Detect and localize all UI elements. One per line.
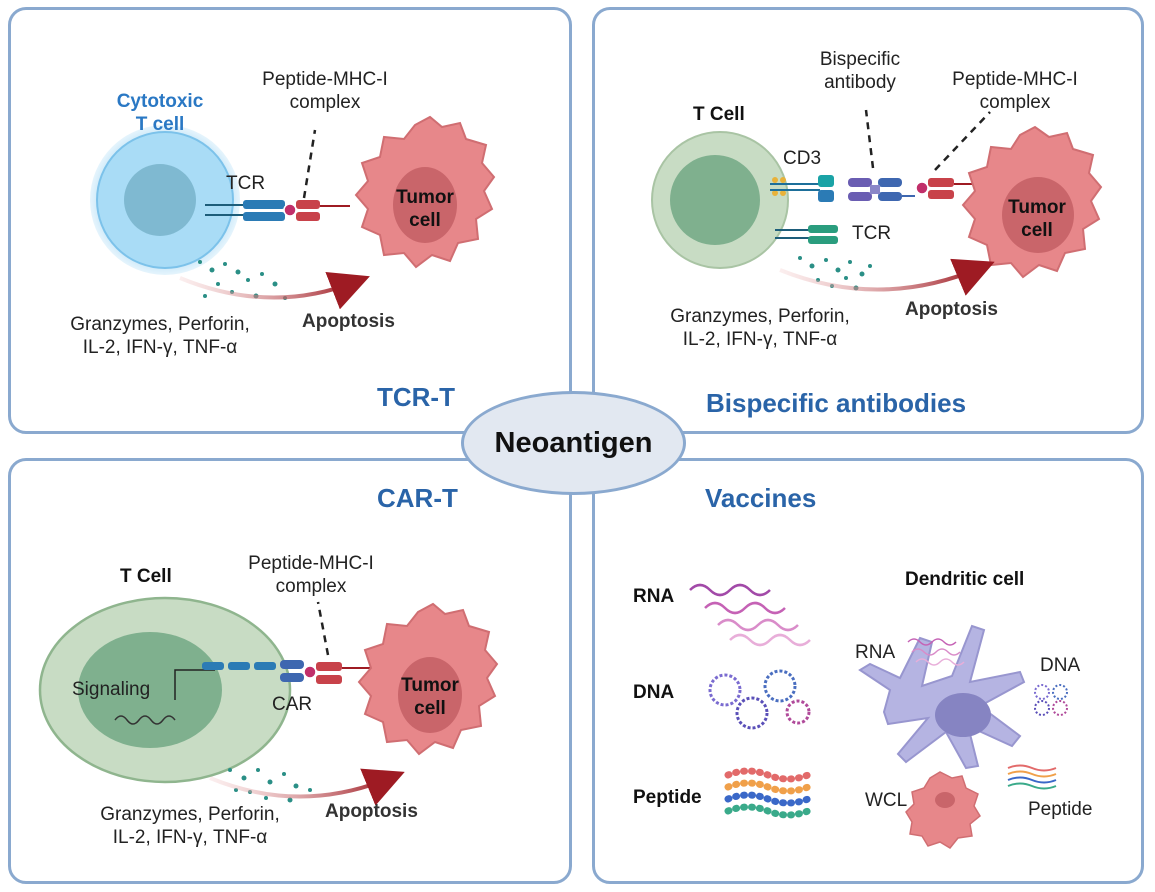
tumor-cell [357,602,499,756]
dc-rna-icon [907,638,965,666]
apoptosis-label: Apoptosis [905,299,998,320]
panel-title-vaccines: Vaccines [705,483,817,513]
cytokine-granules [228,768,312,803]
pmhc-line1: Peptide-MHC-I [952,69,1078,90]
antibody-pointer [864,109,875,169]
bispecific-antibody-label: Bispecific antibody [800,48,920,94]
dc-rna-label: RNA [855,642,896,663]
cd3-label: CD3 [783,148,822,169]
neoantigen-hub: Neoantigen [461,391,686,495]
dc-dna-icon [1034,684,1068,716]
wcl-icon [905,771,981,849]
tumor-line2: cell [409,210,441,231]
t-cell-label: T Cell [120,566,172,587]
tumor-line2: cell [1021,220,1053,241]
cell-label-line1: Cytotoxic [116,91,204,112]
vaccine-type-rna: RNA [633,586,675,607]
pmhc-line1: Peptide-MHC-I [262,69,388,90]
effectors-line1: Granzymes, Perforin, [670,306,850,327]
tumor-cell [354,115,496,269]
pmhc-pointer [934,111,991,171]
signaling-label: Signaling [72,679,151,700]
effectors-line2: IL-2, IFN-γ, TNF-α [112,827,268,848]
apoptosis-arrow [779,258,995,296]
panel-vaccines [592,458,1144,884]
pmhc-line2: complex [275,576,347,597]
pmhc-complex-icon [915,178,985,199]
cytotoxic-t-cell-label: Cytotoxic T cell [95,90,225,136]
rna-icon [689,583,811,647]
apoptosis-arrow [179,272,370,310]
antibody-line1: Bispecific [819,49,901,70]
bispecific-antibody-icon [848,178,915,201]
tumor-line1: Tumor [1008,197,1066,218]
pmhc-label: Peptide-MHC-I complex [940,68,1090,114]
cytotoxic-t-cell [90,125,240,275]
panel-car-t [8,458,572,884]
effectors-line2: IL-2, IFN-γ, TNF-α [682,329,838,350]
car-label: CAR [272,694,313,715]
tcr-receptor-icon [205,200,350,221]
pmhc-line2: complex [289,92,361,113]
dc-dna-label: DNA [1040,655,1081,676]
tumor-cell-label: Tumor cell [390,186,460,232]
effectors-line1: Granzymes, Perforin, [100,804,280,825]
t-cell-car [38,596,292,784]
panel-title-car-t: CAR-T [377,483,458,513]
apoptosis-label: Apoptosis [302,311,395,332]
pmhc-label: Peptide-MHC-I complex [250,68,400,114]
panel-bispecific [592,7,1144,434]
effectors-label: Granzymes, Perforin, IL-2, IFN-γ, TNF-α [70,803,310,849]
tumor-line2: cell [414,698,446,719]
tcr-label: TCR [226,173,266,194]
t-cell-label: T Cell [693,104,745,125]
signaling-arrow [174,669,215,700]
panel-title-bispecific: Bispecific antibodies [706,388,967,418]
t-cell-bispecific [651,131,789,269]
pmhc-pointer [302,129,317,199]
vaccine-type-dna: DNA [633,682,675,703]
cell-label-line2: T cell [135,114,185,135]
vaccine-type-peptide: Peptide [633,787,702,808]
dc-peptide-icon [1007,764,1057,790]
tcr-label: TCR [852,223,892,244]
tumor-line1: Tumor [401,675,459,696]
car-receptor-icon [202,660,372,684]
effectors-line2: IL-2, IFN-γ, TNF-α [82,337,238,358]
tumor-cell [961,125,1103,279]
effectors-label: Granzymes, Perforin, IL-2, IFN-γ, TNF-α [640,305,880,351]
dc-wcl-label: WCL [865,790,908,811]
dc-peptide-label: Peptide [1028,799,1093,820]
tumor-line1: Tumor [396,187,454,208]
pmhc-label: Peptide-MHC-I complex [236,552,386,598]
panel-title-tcr-t: TCR-T [377,382,455,412]
pmhc-line1: Peptide-MHC-I [248,553,374,574]
antibody-line2: antibody [824,72,896,93]
effectors-line1: Granzymes, Perforin, [70,314,250,335]
tumor-cell-label: Tumor cell [395,674,465,720]
peptide-icon [724,767,812,819]
pmhc-line2: complex [979,92,1051,113]
apoptosis-label: Apoptosis [325,801,418,822]
dna-plasmid-icon [708,669,811,730]
dendritic-cell [858,624,1026,770]
effectors-label: Granzymes, Perforin, IL-2, IFN-γ, TNF-α [40,313,280,359]
dendritic-cell-label: Dendritic cell [905,569,1025,590]
apoptosis-arrow [209,768,405,806]
pmhc-pointer [316,601,330,656]
neoantigen-label: Neoantigen [494,426,653,459]
cd3-tcr-complex-icon [770,175,838,244]
tumor-cell-label: Tumor cell [1002,196,1072,242]
